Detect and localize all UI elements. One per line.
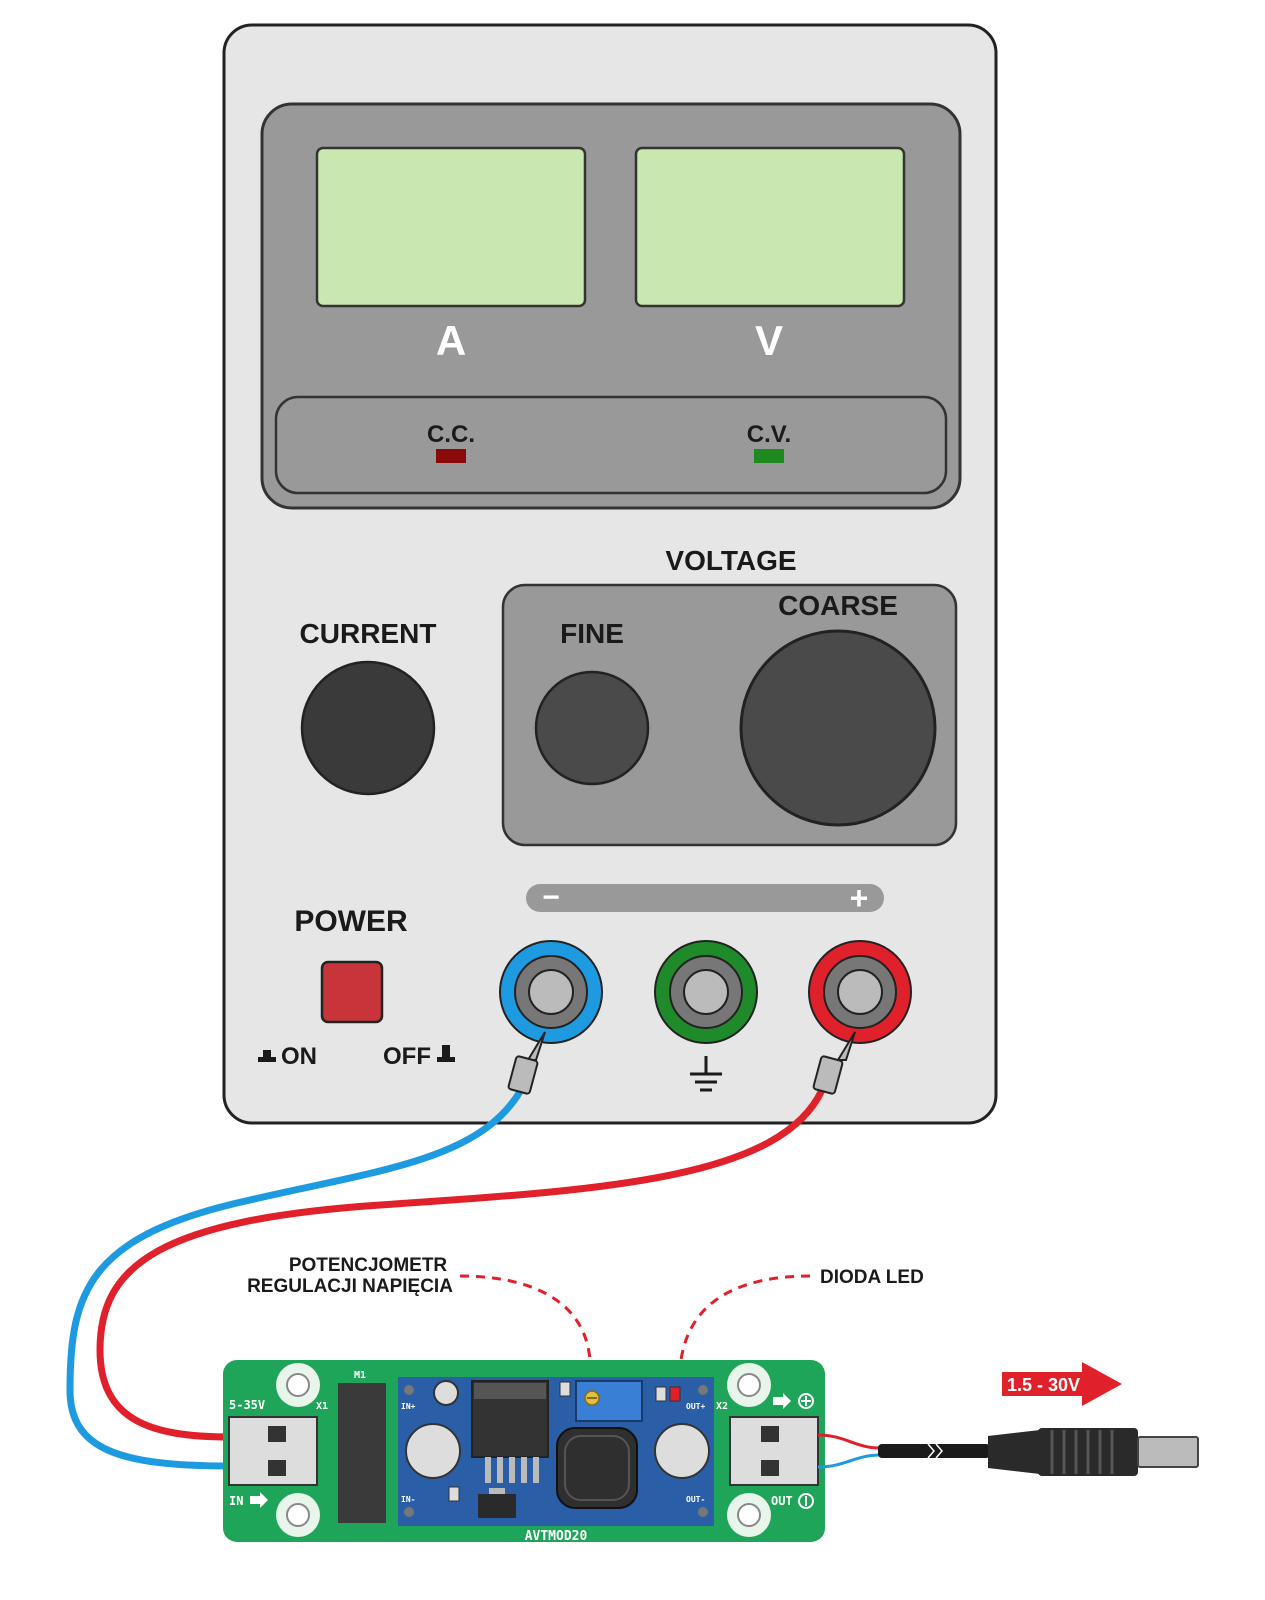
- module-name-label: AVTMOD20: [525, 1529, 588, 1544]
- dc-plug-barrel: [1137, 1436, 1199, 1468]
- current-label: CURRENT: [300, 618, 437, 649]
- mounting-hole-icon: [727, 1363, 771, 1407]
- input-capacitor: [405, 1423, 461, 1479]
- positive-terminal[interactable]: [808, 940, 912, 1044]
- x1-label: X1: [316, 1401, 328, 1412]
- ground-terminal[interactable]: [654, 940, 758, 1044]
- output-plus-symbol-icon: [798, 1393, 814, 1409]
- cv-indicator-label: C.V.: [747, 421, 791, 448]
- cv-indicator-led: [754, 449, 784, 463]
- out-minus-label: OUT-: [686, 1495, 705, 1504]
- output-plus-arrow-icon: [773, 1393, 791, 1409]
- fine-voltage-knob[interactable]: [534, 670, 650, 786]
- inductor: [556, 1427, 638, 1509]
- voltage-label: VOLTAGE: [665, 545, 796, 576]
- cable-break-icon: [927, 1443, 943, 1459]
- potentiometer-callout-line: [459, 1274, 592, 1361]
- red-wire: [96, 1086, 826, 1441]
- ground-symbol-icon: [690, 1056, 722, 1092]
- power-label: POWER: [294, 905, 408, 938]
- mounting-hole-icon: [727, 1493, 771, 1537]
- off-position-icon: [437, 1045, 455, 1062]
- cc-indicator-led: [436, 449, 466, 463]
- negative-terminal[interactable]: [499, 940, 603, 1044]
- m1-component: [338, 1383, 386, 1523]
- input-arrow-icon: [250, 1492, 268, 1508]
- potentiometer-callout-line1: POTENCJOMETR: [289, 1255, 448, 1276]
- polarity-bar: [526, 884, 884, 912]
- capacitor-small-icon: [433, 1380, 459, 1406]
- on-label: ON: [281, 1043, 317, 1070]
- in-minus-label: IN-: [401, 1495, 415, 1504]
- power-button[interactable]: [320, 960, 384, 1024]
- blue-wire: [66, 1086, 525, 1470]
- output-minus-symbol-icon: [798, 1493, 814, 1509]
- output-range-arrow: [1002, 1362, 1122, 1406]
- indicator-strip: [274, 395, 948, 495]
- output-label: OUT: [771, 1494, 793, 1508]
- voltmeter-display: [634, 146, 906, 308]
- cc-indicator-label: C.C.: [427, 421, 475, 448]
- voltmeter-unit-label: V: [755, 317, 783, 364]
- mounting-hole-icon: [276, 1493, 320, 1537]
- mounting-hole-icon: [276, 1363, 320, 1407]
- coarse-label: COARSE: [778, 590, 898, 621]
- coarse-voltage-knob[interactable]: [739, 629, 937, 827]
- output-red-lead: [817, 1433, 881, 1450]
- x2-label: X2: [716, 1401, 728, 1412]
- positive-crimp-lug: [812, 1031, 856, 1095]
- out-plus-label: OUT+: [686, 1402, 705, 1411]
- m1-label: M1: [354, 1370, 366, 1381]
- ammeter-display: [315, 146, 587, 308]
- potentiometer-callout-line2: REGULACJI NAPIĘCIA: [247, 1276, 453, 1297]
- negative-crimp-lug: [507, 1031, 546, 1095]
- status-led: [669, 1386, 681, 1402]
- current-knob[interactable]: [300, 660, 436, 796]
- diode-component: [478, 1494, 516, 1518]
- dc-plug: [988, 1428, 1199, 1476]
- fine-label: FINE: [560, 618, 624, 649]
- power-supply: A V C.C. C.V. VOLTAGE FINE COARSE CURREN…: [222, 23, 998, 1125]
- regulator-module: 5-35V X1 IN M1 IN+ IN- OUT+ OUT-: [223, 1360, 825, 1544]
- output-range-label: 1.5 - 30V: [1007, 1375, 1080, 1395]
- input-label: IN: [229, 1494, 243, 1508]
- input-range-label: 5-35V: [229, 1398, 265, 1412]
- polarity-plus-label: +: [850, 880, 869, 916]
- in-plus-label: IN+: [401, 1402, 416, 1411]
- output-capacitor: [654, 1423, 710, 1479]
- polarity-minus-label: −: [542, 881, 560, 914]
- ammeter-unit-label: A: [436, 317, 466, 364]
- on-position-icon: [258, 1050, 276, 1062]
- led-callout-label: DIODA LED: [820, 1267, 924, 1288]
- regulator-ic-pins: [485, 1457, 539, 1483]
- led-callout-line: [679, 1274, 811, 1361]
- output-blue-lead: [817, 1453, 881, 1469]
- off-label: OFF: [383, 1043, 431, 1070]
